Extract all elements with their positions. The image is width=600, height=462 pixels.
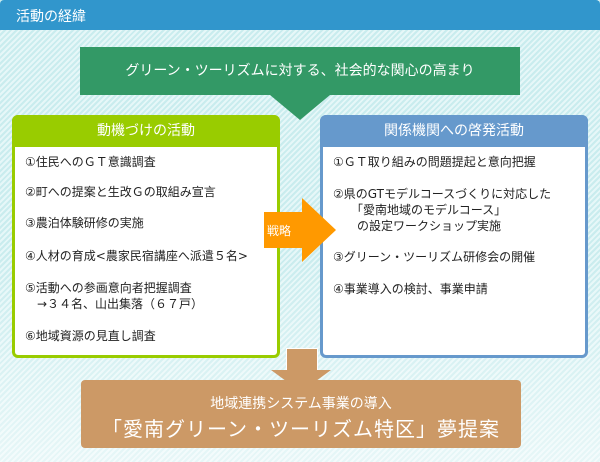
outreach-item: ②県のGTモデルコースづくりに対応した 「愛南地域のモデルコース」 の設定ワーク… xyxy=(333,187,552,233)
down-arrow-green-icon xyxy=(270,95,330,120)
outreach-item: ④事業導入の検討、事業申請 xyxy=(333,282,488,296)
outreach-panel: 関係機関への啓発活動 ①ＧＴ取り組みの問題提起と意向把握 ②県のGTモデルコース… xyxy=(320,115,588,358)
motivation-item: ⑥地域資源の見直し調査 xyxy=(25,329,156,343)
motivation-panel-title: 動機づけの活動 xyxy=(12,115,280,147)
down-arrow-stem-green xyxy=(285,90,315,96)
trend-box: グリーン・ツーリズムに対する、社会的な関心の高まり xyxy=(80,47,520,95)
section-header: 活動の経緯 xyxy=(0,0,600,30)
outcome-subtitle: 地域連携システム事業の導入 xyxy=(210,396,392,412)
strategy-label: 戦略 xyxy=(267,224,292,238)
motivation-item: ①住民へのＧＴ意識調査 xyxy=(25,155,156,169)
strategy-arrow-body xyxy=(264,212,302,248)
trend-text: グリーン・ツーリズムに対する、社会的な関心の高まり xyxy=(125,63,475,79)
outcome-title: 「愛南グリーン・ツーリズム特区」夢提案 xyxy=(102,417,500,441)
outreach-panel-title: 関係機関への啓発活動 xyxy=(320,115,588,147)
strategy-arrow-icon xyxy=(302,198,336,262)
motivation-item: ⑤活動への参画意向者把握調査 →３４名、山出集落（６７戸） xyxy=(25,281,204,311)
motivation-item: ④人材の育成<農家民宿講座へ派遣５名> xyxy=(25,249,248,263)
outcome-box: 地域連携システム事業の導入 「愛南グリーン・ツーリズム特区」夢提案 xyxy=(81,380,521,448)
motivation-panel: 動機づけの活動 ①住民へのＧＴ意識調査 ②町への提案と生改Ｇの取組み宣言 ③農泊… xyxy=(12,115,280,358)
outreach-item: ③グリーン・ツーリズム研修会の開催 xyxy=(333,250,536,264)
motivation-item: ②町への提案と生改Ｇの取組み宣言 xyxy=(25,185,216,199)
outreach-item: ①ＧＴ取り組みの問題提起と意向把握 xyxy=(333,155,536,169)
section-title: 活動の経緯 xyxy=(16,9,86,25)
motivation-item: ③農泊体験研修の実施 xyxy=(25,216,144,230)
down-arrow-stem-brown xyxy=(286,348,318,371)
